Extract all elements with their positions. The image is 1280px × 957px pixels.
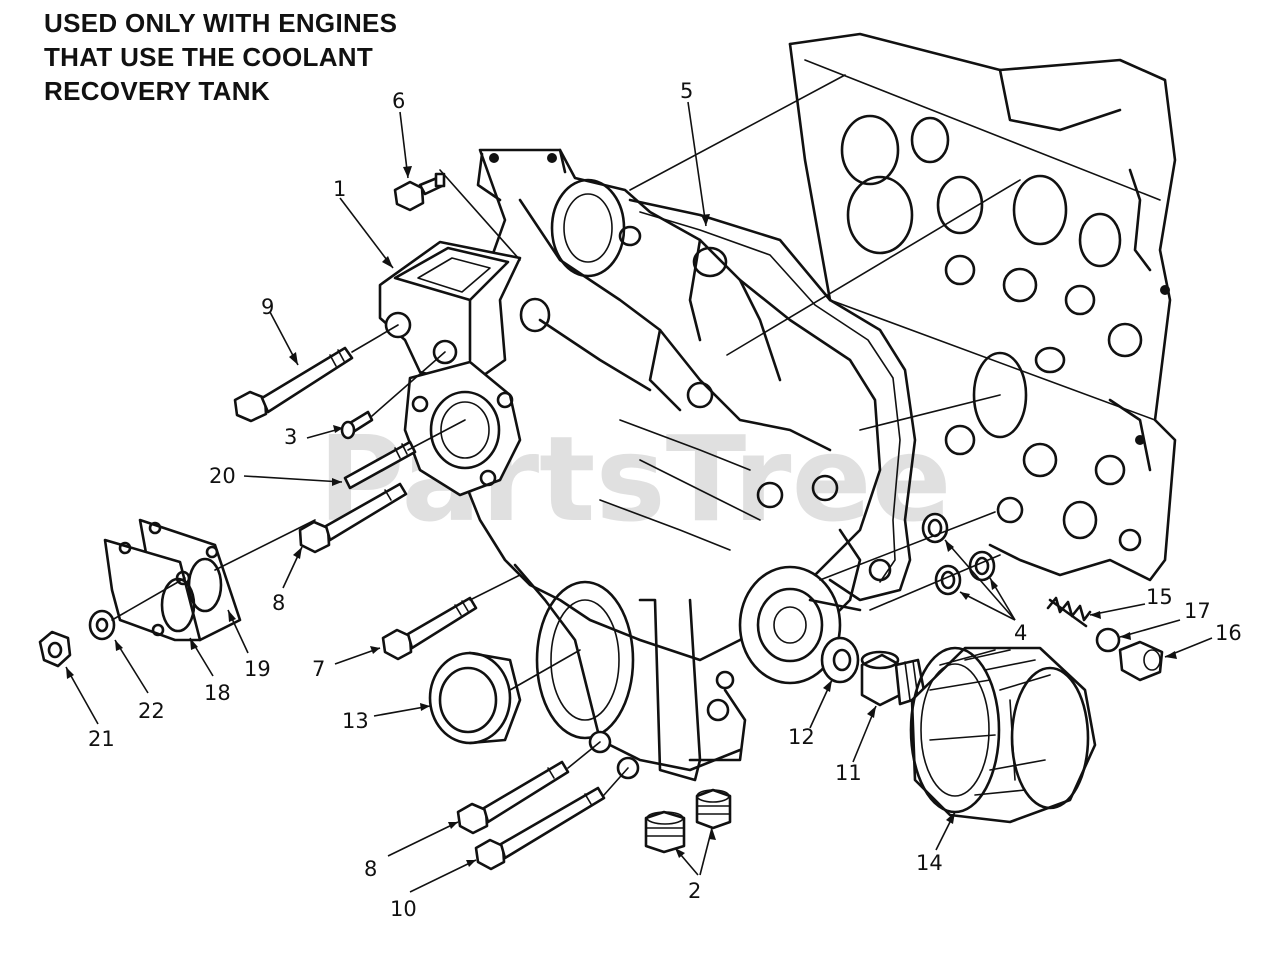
washer bbox=[88, 609, 116, 641]
callout-4: 4 bbox=[1014, 621, 1027, 645]
callout-3: 3 bbox=[284, 425, 297, 449]
bolt-3 bbox=[340, 410, 374, 440]
assembly-lines bbox=[111, 74, 1021, 796]
drain-plugs bbox=[644, 788, 732, 854]
timing-cover-gasket bbox=[628, 198, 917, 602]
side-cover-gasket bbox=[103, 538, 202, 642]
note-line-2: THAT USE THE COOLANT bbox=[44, 42, 374, 72]
callout-labels: 1 2 3 4 5 6 7 8 8 9 10 11 12 13 14 15 16… bbox=[88, 79, 1242, 921]
o-rings bbox=[921, 512, 996, 596]
relief-plug bbox=[1118, 640, 1164, 682]
callout-14: 14 bbox=[916, 851, 943, 875]
callout-20: 20 bbox=[209, 464, 236, 488]
callout-18: 18 bbox=[204, 681, 231, 705]
callout-13: 13 bbox=[342, 709, 369, 733]
leader-lines bbox=[65, 101, 1213, 893]
stud-20 bbox=[343, 440, 417, 490]
note-line-1: USED ONLY WITH ENGINES bbox=[44, 8, 398, 38]
bolt-8-upper bbox=[298, 482, 408, 554]
thermostat-housing bbox=[378, 240, 522, 387]
callout-16: 16 bbox=[1215, 621, 1242, 645]
callout-11: 11 bbox=[835, 761, 862, 785]
callout-6: 6 bbox=[392, 89, 405, 113]
lower-housing bbox=[513, 563, 862, 782]
callout-22: 22 bbox=[138, 699, 165, 723]
callout-2: 2 bbox=[688, 879, 701, 903]
bolt-10 bbox=[474, 786, 606, 871]
oil-filter bbox=[909, 646, 1097, 824]
bolt-7 bbox=[381, 596, 478, 661]
bolt-8-lower bbox=[456, 760, 570, 835]
coolant-tank-note: USED ONLY WITH ENGINES THAT USE THE COOL… bbox=[44, 6, 397, 108]
note-line-3: RECOVERY TANK bbox=[44, 76, 270, 106]
bolt-9 bbox=[233, 346, 354, 423]
relief-spring bbox=[1046, 596, 1092, 628]
callout-5: 5 bbox=[680, 79, 693, 103]
callout-17: 17 bbox=[1184, 599, 1211, 623]
callout-12: 12 bbox=[788, 725, 815, 749]
callout-9: 9 bbox=[261, 295, 274, 319]
bolt-6 bbox=[393, 172, 446, 212]
callout-1: 1 bbox=[333, 177, 346, 201]
callout-8-upper: 8 bbox=[272, 591, 285, 615]
engine-block bbox=[788, 32, 1177, 582]
filter-gasket bbox=[820, 636, 860, 684]
callout-19: 19 bbox=[244, 657, 271, 681]
crankshaft-oil-seal bbox=[428, 651, 522, 745]
relief-ball bbox=[1095, 627, 1121, 653]
callout-8-lower: 8 bbox=[364, 857, 377, 881]
callout-15: 15 bbox=[1146, 585, 1173, 609]
callout-10: 10 bbox=[390, 897, 417, 921]
callout-21: 21 bbox=[88, 727, 115, 751]
hex-nut bbox=[38, 630, 72, 668]
callout-7: 7 bbox=[312, 657, 325, 681]
